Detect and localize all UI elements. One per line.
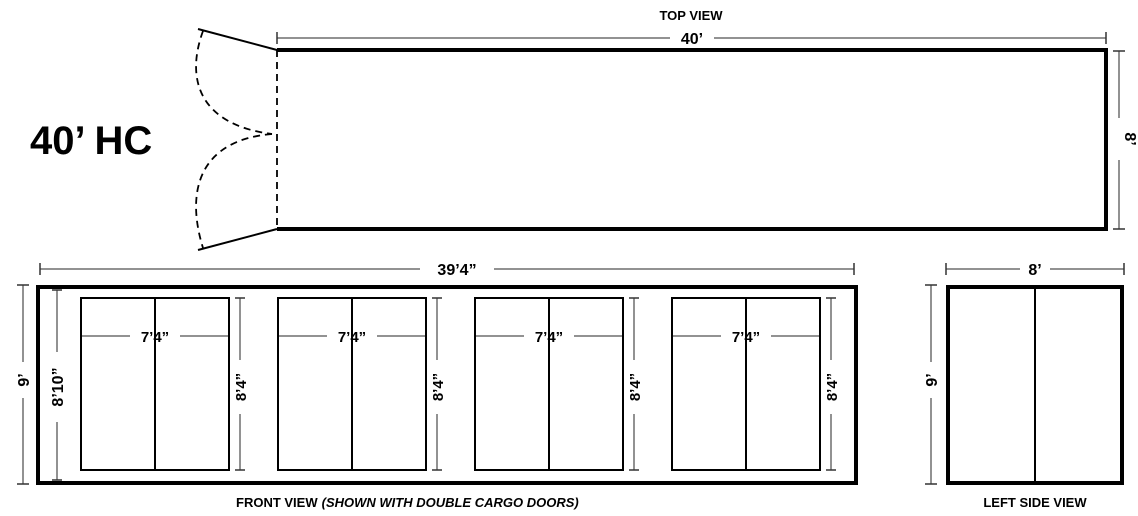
front-view-caption: FRONT VIEW (SHOWN WITH DOUBLE CARGO DOORS… bbox=[236, 495, 579, 510]
front-view-inner-height: 8’10” bbox=[50, 367, 67, 406]
top-view-length: 40’ bbox=[681, 31, 703, 48]
door-2-height: 8’4” bbox=[430, 373, 447, 401]
front-view-label: FRONT VIEW bbox=[236, 495, 318, 510]
side-view-width-dimension: 8’ bbox=[945, 262, 1125, 279]
cargo-door-4: 7’4” 8’4” bbox=[671, 297, 841, 471]
side-view-label: LEFT SIDE VIEW bbox=[983, 495, 1087, 510]
top-view-width-dimension: 8’ bbox=[1113, 50, 1138, 230]
front-view-note: (SHOWN WITH DOUBLE CARGO DOORS) bbox=[322, 495, 579, 510]
front-view-length: 39’4” bbox=[437, 262, 476, 279]
top-view-width: 8’ bbox=[1121, 132, 1138, 145]
door-1-width: 7’4” bbox=[141, 329, 169, 346]
diagram-title: 40’ HC bbox=[30, 119, 152, 163]
top-view-length-dimension: 40’ bbox=[276, 31, 1107, 48]
front-view: 39’4” 9’ 8’10” 7’4” bbox=[16, 262, 858, 510]
side-view-height-dimension: 9’ bbox=[924, 284, 941, 485]
top-view-doors bbox=[195, 28, 278, 251]
front-view-outer-height: 9’ bbox=[16, 373, 33, 386]
cargo-door-1: 7’4” 8’4” bbox=[80, 297, 250, 471]
top-view: TOP VIEW 40’ 8’ bbox=[195, 8, 1138, 251]
door-3-width: 7’4” bbox=[535, 329, 563, 346]
cargo-door-3: 7’4” 8’4” bbox=[474, 297, 644, 471]
front-view-inner-height-dimension: 8’10” bbox=[50, 289, 67, 481]
door-3-height: 8’4” bbox=[627, 373, 644, 401]
cargo-door-2: 7’4” 8’4” bbox=[277, 297, 447, 471]
door-2-width: 7’4” bbox=[338, 329, 366, 346]
top-view-label: TOP VIEW bbox=[659, 8, 723, 23]
door-1-height: 8’4” bbox=[233, 373, 250, 401]
side-view-width: 8’ bbox=[1028, 262, 1041, 279]
side-view-height: 9’ bbox=[924, 373, 941, 386]
left-side-view: 8’ 9’ LEFT SIDE VIEW bbox=[924, 262, 1125, 510]
door-4-height: 8’4” bbox=[824, 373, 841, 401]
door-4-width: 7’4” bbox=[732, 329, 760, 346]
front-view-outer-height-dimension: 9’ bbox=[16, 284, 33, 485]
front-view-length-dimension: 39’4” bbox=[39, 262, 855, 279]
